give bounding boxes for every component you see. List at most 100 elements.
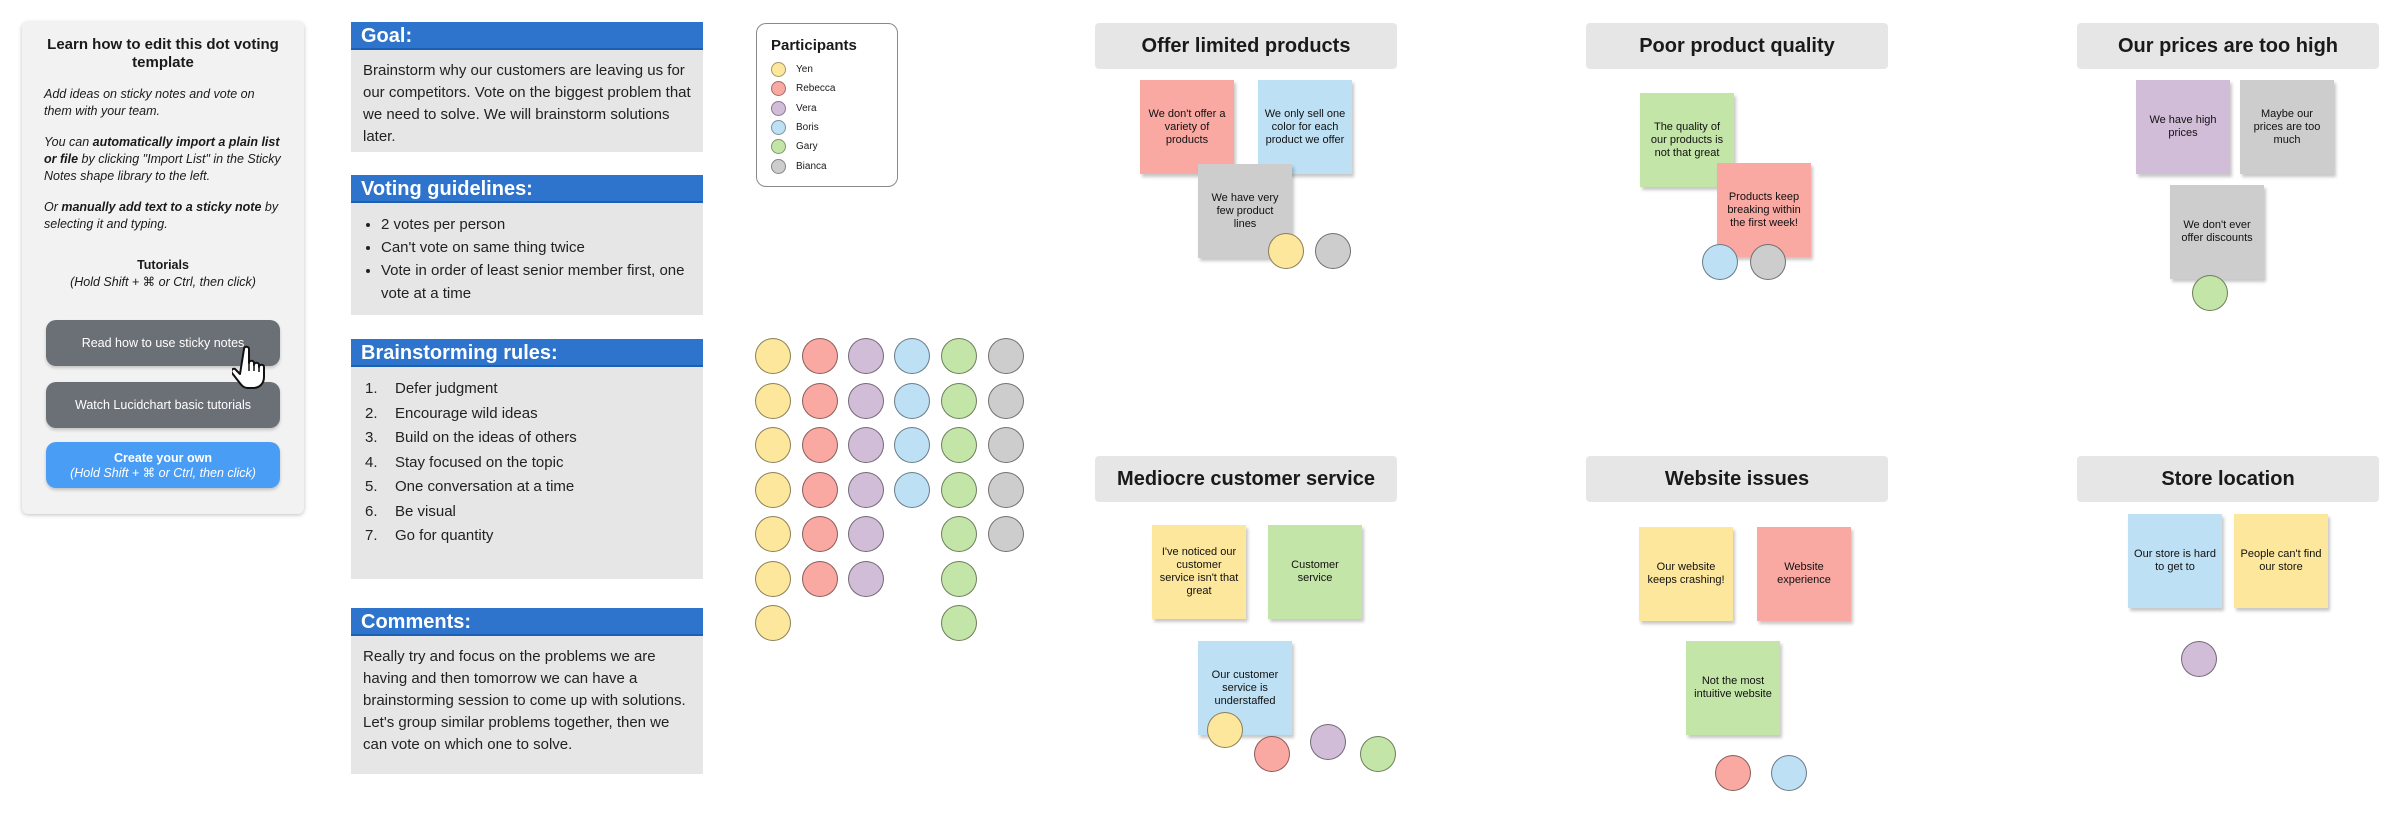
- vote-dot[interactable]: [894, 382, 930, 419]
- participant-color-dot: [771, 62, 786, 78]
- participant-vera: Vera: [771, 99, 883, 118]
- vote-dot[interactable]: [988, 427, 1024, 463]
- comments-text: Really try and focus on the problems we …: [363, 648, 686, 753]
- sticky-note[interactable]: We don't ever offer discounts: [2170, 185, 2264, 279]
- participant-bianca: Bianca: [771, 156, 883, 175]
- sticky-note[interactable]: Maybe our prices are too much: [2240, 80, 2334, 174]
- vote-dot[interactable]: [894, 338, 930, 374]
- placed-vote-dot[interactable]: [1360, 736, 1396, 772]
- vote-dot[interactable]: [755, 516, 791, 552]
- rule-text: Encourage wild ideas: [395, 404, 538, 422]
- vote-dot[interactable]: [848, 516, 884, 552]
- vote-dot[interactable]: [802, 338, 838, 374]
- placed-vote-dot[interactable]: [1254, 736, 1290, 772]
- watch-tutorials-button[interactable]: Watch Lucidchart basic tutorials: [46, 382, 280, 428]
- sticky-note[interactable]: I've noticed our customer service isn't …: [1152, 525, 1246, 619]
- help-manual-pre: Or: [44, 200, 62, 214]
- sticky-note[interactable]: Products keep breaking within the first …: [1717, 163, 1811, 257]
- placed-vote-dot[interactable]: [2192, 275, 2228, 311]
- vote-dot[interactable]: [988, 516, 1024, 552]
- placed-vote-dot[interactable]: [1771, 755, 1807, 791]
- sticky-note[interactable]: The quality of our products is not that …: [1640, 93, 1734, 187]
- sticky-note[interactable]: Our customer service is understaffed: [1198, 641, 1292, 735]
- vote-dot[interactable]: [988, 338, 1024, 374]
- help-import-post: by clicking "Import List" in the Sticky …: [44, 152, 281, 183]
- create-your-own-button[interactable]: Create your own (Hold Shift + ⌘ or Ctrl,…: [46, 442, 280, 488]
- voting-item: Vote in order of least senior member fir…: [381, 259, 691, 305]
- vote-dot[interactable]: [941, 516, 977, 552]
- vote-dot[interactable]: [941, 338, 977, 374]
- rule-number: 7.: [365, 527, 378, 544]
- vote-dot[interactable]: [941, 560, 977, 597]
- participant-name: Boris: [796, 122, 819, 134]
- sticky-note[interactable]: Our website keeps crashing!: [1639, 527, 1733, 621]
- sticky-note[interactable]: Not the most intuitive website: [1686, 641, 1780, 735]
- sticky-note[interactable]: We have high prices: [2136, 80, 2230, 174]
- vote-dot[interactable]: [755, 471, 791, 508]
- category-title-store-location[interactable]: Store location: [2077, 456, 2379, 502]
- sticky-note[interactable]: Customer service: [1268, 525, 1362, 619]
- sticky-note[interactable]: We only sell one color for each product …: [1258, 80, 1352, 174]
- vote-dot[interactable]: [894, 471, 930, 508]
- rule-text: One conversation at a time: [395, 478, 575, 495]
- vote-dot[interactable]: [848, 560, 884, 597]
- category-title-website-issues[interactable]: Website issues: [1586, 456, 1888, 502]
- placed-vote-dot[interactable]: [1310, 724, 1346, 760]
- category-title-poor-product-quality[interactable]: Poor product quality: [1586, 23, 1888, 69]
- placed-vote-dot[interactable]: [1207, 712, 1243, 748]
- rule-number: 4.: [365, 453, 378, 471]
- tutorials-title: Tutorials: [137, 258, 189, 272]
- sticky-note[interactable]: Website experience: [1757, 527, 1851, 621]
- placed-vote-dot[interactable]: [1702, 244, 1738, 280]
- vote-dot[interactable]: [941, 427, 977, 463]
- vote-dot[interactable]: [755, 382, 791, 419]
- create-your-own-label: Create your own: [114, 450, 212, 465]
- participant-color-dot: [771, 158, 786, 174]
- rule-number: 5.: [365, 478, 378, 495]
- vote-dot[interactable]: [848, 427, 884, 463]
- tutorials-heading: Tutorials (Hold Shift + ⌘ or Ctrl, then …: [44, 257, 282, 291]
- sticky-note[interactable]: We don't offer a variety of products: [1140, 80, 1234, 174]
- vote-dot[interactable]: [802, 427, 838, 463]
- brainstorm-item: 2. Encourage wild ideas: [365, 402, 691, 427]
- comments-header: Comments:: [351, 608, 703, 636]
- participant-color-dot: [771, 120, 786, 136]
- brainstorm-item: 7.Go for quantity: [365, 524, 691, 549]
- help-manual-post: by selecting it and typing.: [44, 200, 279, 231]
- brainstorming-rules-card: Brainstorming rules: 1.Defer judgment 2.…: [351, 339, 703, 579]
- vote-dot[interactable]: [802, 560, 838, 597]
- vote-dot[interactable]: [802, 471, 838, 508]
- rule-text: Be visual: [395, 502, 456, 520]
- participant-rebecca: Rebecca: [771, 79, 883, 98]
- sticky-note[interactable]: Our store is hard to get to: [2128, 514, 2222, 608]
- vote-dot[interactable]: [755, 427, 791, 463]
- vote-dot[interactable]: [755, 605, 791, 641]
- brainstorm-item: 3.Build on the ideas of others: [365, 426, 691, 451]
- sticky-note[interactable]: People can't find our store: [2234, 514, 2328, 608]
- vote-dot[interactable]: [941, 605, 977, 641]
- category-title-our-prices-are-too-high[interactable]: Our prices are too high: [2077, 23, 2379, 69]
- vote-dot[interactable]: [848, 338, 884, 374]
- rule-number: 2.: [365, 404, 378, 422]
- vote-dot[interactable]: [755, 338, 791, 374]
- vote-dot[interactable]: [755, 560, 791, 597]
- vote-dot[interactable]: [802, 382, 838, 419]
- vote-dot[interactable]: [988, 471, 1024, 508]
- vote-dot[interactable]: [848, 382, 884, 419]
- read-sticky-notes-button[interactable]: Read how to use sticky notes: [46, 320, 280, 366]
- vote-dot[interactable]: [988, 382, 1024, 419]
- placed-vote-dot[interactable]: [1750, 244, 1786, 280]
- category-title-mediocre-customer-service[interactable]: Mediocre customer service: [1095, 456, 1397, 502]
- brainstorm-item: 5. One conversation at a time: [365, 475, 691, 500]
- vote-dot[interactable]: [894, 427, 930, 463]
- placed-vote-dot[interactable]: [1315, 233, 1351, 269]
- vote-dot[interactable]: [802, 516, 838, 552]
- category-title-offer-limited-products[interactable]: Offer limited products: [1095, 23, 1397, 69]
- vote-dot[interactable]: [848, 471, 884, 508]
- placed-vote-dot[interactable]: [1715, 755, 1751, 791]
- help-import-text: You can automatically import a plain lis…: [44, 134, 282, 185]
- vote-dot[interactable]: [941, 471, 977, 508]
- placed-vote-dot[interactable]: [2181, 641, 2217, 677]
- vote-dot[interactable]: [941, 382, 977, 419]
- placed-vote-dot[interactable]: [1268, 233, 1304, 269]
